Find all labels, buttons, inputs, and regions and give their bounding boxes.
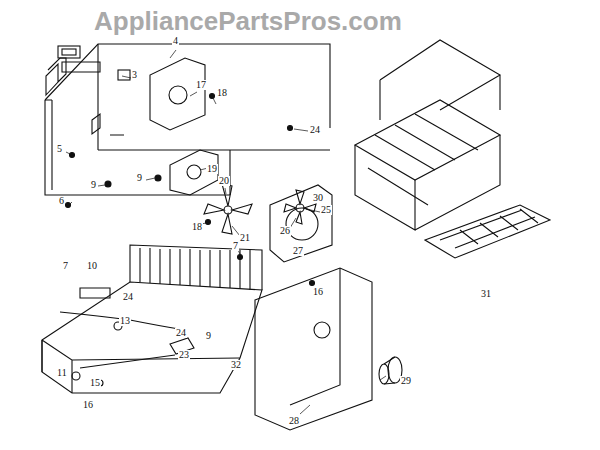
callout-number: 32 [230, 360, 242, 370]
grille [46, 58, 66, 95]
callout-number: 9 [136, 173, 143, 183]
motor-mount [169, 86, 187, 104]
callout-number: 24 [122, 292, 134, 302]
callout-number: 5 [56, 144, 63, 154]
callout-number: 29 [400, 376, 412, 386]
callout-number: 16 [82, 400, 94, 410]
front-panel [255, 268, 372, 430]
fan-shroud [270, 185, 332, 262]
grille [62, 49, 76, 55]
housing-outline [98, 44, 330, 195]
callout-number: 24 [175, 328, 187, 338]
callout-number: 28 [288, 416, 300, 426]
callout-number: 25 [320, 205, 332, 215]
clip [118, 70, 130, 80]
callout-number: 11 [56, 368, 68, 378]
callout-number: 20 [218, 176, 230, 186]
control-knob [379, 357, 402, 384]
wire-rack [355, 40, 500, 230]
callout-number: 6 [58, 196, 65, 206]
callout-number: 3 [131, 70, 138, 80]
housing-outline [45, 100, 52, 190]
callout-number: 9 [90, 180, 97, 190]
callout-number: 31 [480, 289, 492, 299]
callout-number: 23 [178, 350, 190, 360]
callout-number: 27 [292, 246, 304, 256]
grille [58, 46, 80, 58]
callout-number: 13 [119, 316, 131, 326]
callout-number: 19 [206, 164, 218, 174]
motor-bracket [170, 150, 218, 195]
ice-tray [425, 205, 550, 258]
slot [92, 114, 124, 135]
callout-number: 18 [216, 88, 228, 98]
front-panel [290, 268, 340, 405]
callout-number: 30 [312, 193, 324, 203]
watermark: AppliancePartsPros.com [94, 8, 402, 34]
callout-number: 4 [172, 36, 179, 46]
callout-number: 21 [239, 233, 251, 243]
motor-bracket [187, 165, 201, 179]
callout-number: 26 [279, 226, 291, 236]
callout-number: 16 [312, 287, 324, 297]
base-pan [42, 245, 262, 393]
motor-mount [150, 58, 205, 130]
callout-number: 15 [89, 378, 101, 388]
fan-blade [204, 184, 252, 234]
callout-number: 18 [191, 222, 203, 232]
callout-number: 17 [195, 80, 207, 90]
callout-number: 7 [62, 261, 69, 271]
housing-outline [45, 44, 330, 128]
callout-number: 9 [205, 331, 212, 341]
housing-outline [45, 100, 230, 195]
front-panel [314, 322, 330, 338]
leader-line [66, 50, 386, 414]
callout-number: 10 [86, 261, 98, 271]
callout-number: 7 [232, 241, 239, 251]
grille [62, 62, 100, 72]
callout-number: 24 [309, 125, 321, 135]
